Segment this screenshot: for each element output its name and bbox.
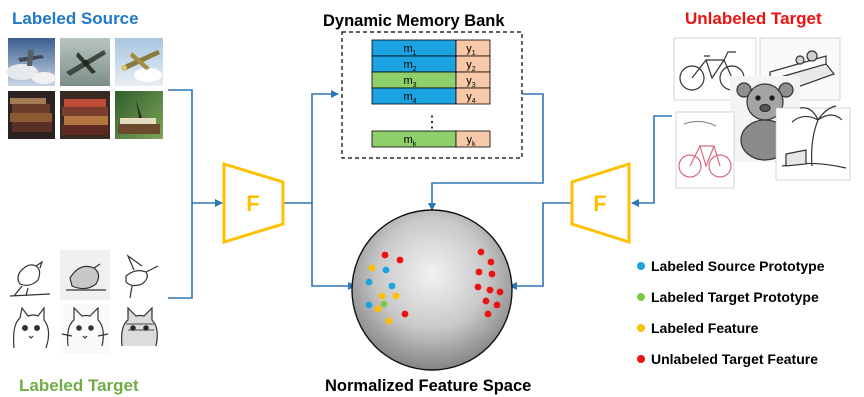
right-connectors bbox=[428, 93, 672, 290]
feature-point bbox=[496, 288, 504, 296]
feature-point bbox=[487, 258, 495, 266]
legend-item: Labeled Target Prototype bbox=[637, 289, 819, 305]
memory-bank-title: Dynamic Memory Bank bbox=[323, 12, 505, 30]
airplane-painting-3 bbox=[115, 38, 163, 86]
legend-label: Unlabeled Target Feature bbox=[651, 351, 818, 367]
feature-space-title: Normalized Feature Space bbox=[325, 377, 531, 395]
feature-point bbox=[488, 270, 496, 278]
legend-item: Labeled Feature bbox=[637, 320, 759, 336]
memory-feature-text: m2 bbox=[403, 59, 416, 73]
right-to-feature-arrow bbox=[509, 202, 572, 290]
labeled-target-images bbox=[8, 250, 163, 354]
legend-marker bbox=[637, 293, 645, 301]
memory-label-text: y1 bbox=[466, 43, 476, 57]
memory-label-cell bbox=[455, 130, 491, 148]
right-input-arrow bbox=[631, 115, 672, 207]
memory-label-cell bbox=[455, 87, 491, 105]
left-encoder-trapezoid bbox=[222, 161, 285, 245]
bird-sketch-2 bbox=[60, 250, 110, 300]
feature-space bbox=[351, 209, 513, 371]
memory-bank-ellipsis: ⋮ bbox=[424, 114, 440, 131]
legend-item: Labeled Source Prototype bbox=[637, 258, 825, 274]
left-to-memory-arrow bbox=[311, 90, 339, 203]
legend-label: Labeled Feature bbox=[651, 320, 759, 336]
memory-label-text: yk bbox=[467, 134, 477, 148]
feature-point bbox=[392, 292, 400, 300]
unlabeled-target-images bbox=[673, 37, 851, 189]
feature-points bbox=[365, 248, 504, 325]
feature-point bbox=[368, 264, 376, 272]
labeled-source-images bbox=[6, 38, 163, 139]
bicycle-watercolor-sketch bbox=[675, 111, 735, 189]
books-painting-3 bbox=[115, 91, 163, 139]
feature-point bbox=[477, 248, 485, 256]
cat-sketch-3 bbox=[115, 304, 163, 354]
feature-point bbox=[486, 286, 494, 294]
legend-label: Labeled Target Prototype bbox=[651, 289, 819, 305]
airplane-painting-1 bbox=[6, 38, 56, 86]
memory-feature-text: mk bbox=[404, 134, 417, 148]
feature-point bbox=[396, 256, 404, 264]
cat-sketch-2 bbox=[60, 304, 110, 354]
feature-sphere bbox=[351, 209, 513, 371]
feature-point bbox=[381, 251, 389, 259]
feature-point bbox=[493, 301, 501, 309]
feature-point bbox=[401, 310, 409, 318]
feature-point bbox=[380, 300, 388, 308]
memory-label-text: y2 bbox=[466, 59, 476, 73]
bird-sketch-3 bbox=[115, 250, 163, 300]
memory-label-text: y3 bbox=[466, 75, 476, 89]
right-encoder-label: F bbox=[593, 191, 606, 216]
left-encoder: F bbox=[222, 161, 285, 245]
memory-row: m1 y1 bbox=[371, 39, 491, 57]
feature-point bbox=[475, 268, 483, 276]
legend-marker bbox=[637, 324, 645, 332]
memory-bank: m1 y1 m2 y2 m3 y3 m4 y4 mk yk ⋮ bbox=[341, 31, 523, 159]
feature-point bbox=[382, 266, 390, 274]
memory-feature-text: m3 bbox=[403, 75, 416, 89]
right-encoder: F bbox=[570, 161, 631, 245]
left-encoder-label: F bbox=[246, 191, 259, 216]
memory-bank-rows: m1 y1 m2 y2 m3 y3 m4 y4 mk yk bbox=[371, 39, 491, 148]
labeled-source-title: Labeled Source bbox=[12, 9, 139, 28]
feature-point bbox=[365, 301, 373, 309]
legend-item: Unlabeled Target Feature bbox=[637, 351, 818, 367]
feature-point bbox=[388, 282, 396, 290]
memory-feature-text: m4 bbox=[403, 91, 416, 105]
right-encoder-trapezoid bbox=[570, 161, 631, 245]
books-painting-2 bbox=[60, 91, 110, 139]
cat-sketch-1 bbox=[8, 304, 55, 354]
memory-feature-text: m1 bbox=[403, 43, 416, 57]
memory-row: m3 y3 bbox=[371, 71, 491, 89]
feature-point bbox=[385, 317, 393, 325]
left-to-feature-arrow bbox=[311, 203, 356, 290]
memory-row: m4 y4 bbox=[371, 87, 491, 105]
legend-marker bbox=[637, 355, 645, 363]
memory-label-text: y4 bbox=[466, 91, 476, 105]
memory-to-feature-arrow bbox=[428, 93, 544, 211]
labeled-target-title: Labeled Target bbox=[19, 376, 139, 395]
feature-point bbox=[378, 292, 386, 300]
feature-point bbox=[365, 278, 373, 286]
legend-marker bbox=[637, 262, 645, 270]
feature-point bbox=[484, 310, 492, 318]
airplane-painting-2 bbox=[60, 38, 110, 86]
feature-point bbox=[374, 305, 382, 313]
feature-point bbox=[482, 297, 490, 305]
books-painting-1 bbox=[8, 91, 55, 139]
unlabeled-target-title: Unlabeled Target bbox=[685, 9, 822, 28]
memory-row: m2 y2 bbox=[371, 55, 491, 73]
palm-tree-sketch bbox=[775, 105, 851, 181]
bird-sketch-1 bbox=[8, 250, 55, 300]
left-connectors bbox=[168, 89, 356, 299]
legend-label: Labeled Source Prototype bbox=[651, 258, 825, 274]
source-target-bracket bbox=[168, 89, 193, 299]
feature-point bbox=[474, 283, 482, 291]
memory-row: mk yk bbox=[371, 130, 491, 148]
